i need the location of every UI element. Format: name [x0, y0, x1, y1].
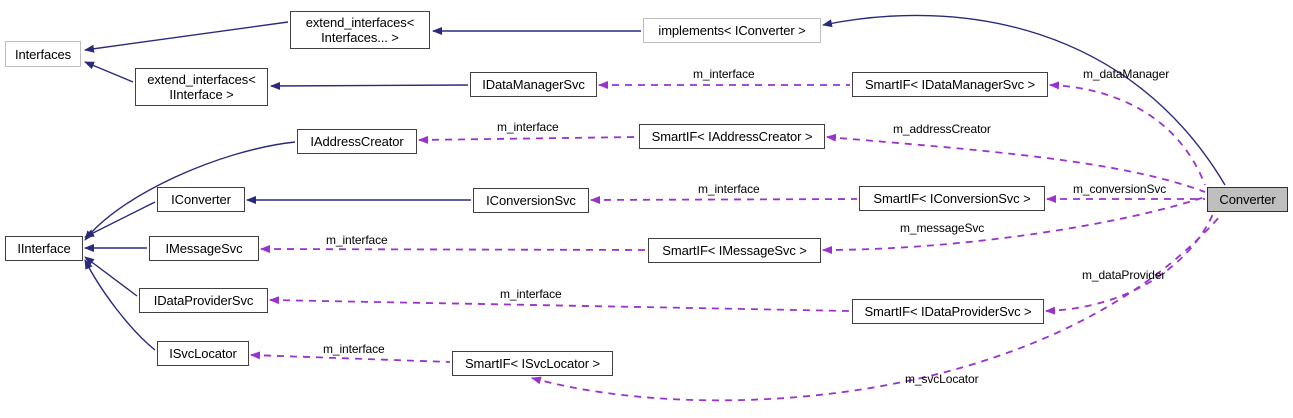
class-node-iaddresscreator[interactable]: IAddressCreator — [297, 129, 417, 154]
class-node-smartif_isvclocator[interactable]: SmartIF< ISvcLocator > — [452, 351, 613, 376]
edge-inheritance — [84, 61, 134, 83]
edge-usage — [250, 351, 451, 363]
edge-inheritance — [84, 256, 138, 297]
class-node-smartif_iaddress[interactable]: SmartIF< IAddressCreator > — [639, 124, 825, 149]
edge-inheritance — [84, 21, 289, 53]
class-node-iinterface[interactable]: IInterface — [5, 236, 83, 261]
edge-usage — [1045, 213, 1214, 315]
edge-label-lbl_m_interface_address: m_interface — [497, 120, 559, 134]
edge-label-lbl_m_interface_message: m_interface — [326, 233, 388, 247]
edge-label-lbl_m_interface_conversion: m_interface — [698, 182, 760, 196]
class-node-idatamanagersvc[interactable]: IDataManagerSvc — [470, 72, 597, 97]
class-node-iconversionsvc[interactable]: IConversionSvc — [473, 188, 589, 213]
class-node-isvclocator[interactable]: ISvcLocator — [157, 341, 249, 366]
edge-inheritance — [84, 201, 156, 238]
edge-usage — [260, 245, 647, 254]
edge-label-lbl_m_interface_svclocator: m_interface — [323, 342, 385, 356]
edge-label-lbl_m_dataProvider: m_dataProvider — [1082, 268, 1166, 282]
class-node-iconverter[interactable]: IConverter — [157, 187, 245, 212]
class-node-smartif_iconversion[interactable]: SmartIF< IConversionSvc > — [859, 186, 1045, 211]
class-node-smartif_idatamanager[interactable]: SmartIF< IDataManagerSvc > — [852, 72, 1048, 97]
class-node-extend_variadic[interactable]: extend_interfaces< Interfaces... > — [290, 11, 430, 49]
edge-label-lbl_m_interface_datamanager: m_interface — [693, 67, 755, 81]
class-node-smartif_imessage[interactable]: SmartIF< IMessageSvc > — [648, 238, 821, 263]
edge-usage — [1049, 81, 1206, 186]
edge-usage — [418, 135, 638, 144]
edge-label-lbl_m_datamanager: m_dataManager — [1083, 67, 1170, 81]
edge-label-lbl_m_addressCreator: m_addressCreator — [893, 122, 991, 136]
class-node-implements_iconv[interactable]: implements< IConverter > — [643, 18, 821, 43]
class-node-converter[interactable]: Converter — [1207, 187, 1288, 212]
edge-usage — [269, 296, 851, 312]
class-node-imessagesvc[interactable]: IMessageSvc — [149, 236, 259, 261]
class-node-idataprovidersvc[interactable]: IDataProviderSvc — [139, 288, 268, 313]
edge-inheritance — [270, 81, 469, 90]
edge-label-lbl_m_conversionSvc: m_conversionSvc — [1073, 182, 1167, 196]
edge-inheritance — [822, 14, 1226, 186]
edge-label-lbl_m_interface_dataprovider: m_interface — [500, 287, 562, 301]
class-node-extend_iinterface[interactable]: extend_interfaces< IInterface > — [135, 68, 268, 106]
class-node-smartif_idataprovider[interactable]: SmartIF< IDataProviderSvc > — [852, 299, 1044, 324]
edge-label-lbl_m_messageSvc: m_messageSvc — [900, 221, 985, 235]
class-node-interfaces[interactable]: Interfaces — [5, 41, 81, 67]
edge-label-lbl_m_svcLocator: m_svcLocator — [905, 372, 979, 386]
edge-usage — [590, 195, 858, 204]
